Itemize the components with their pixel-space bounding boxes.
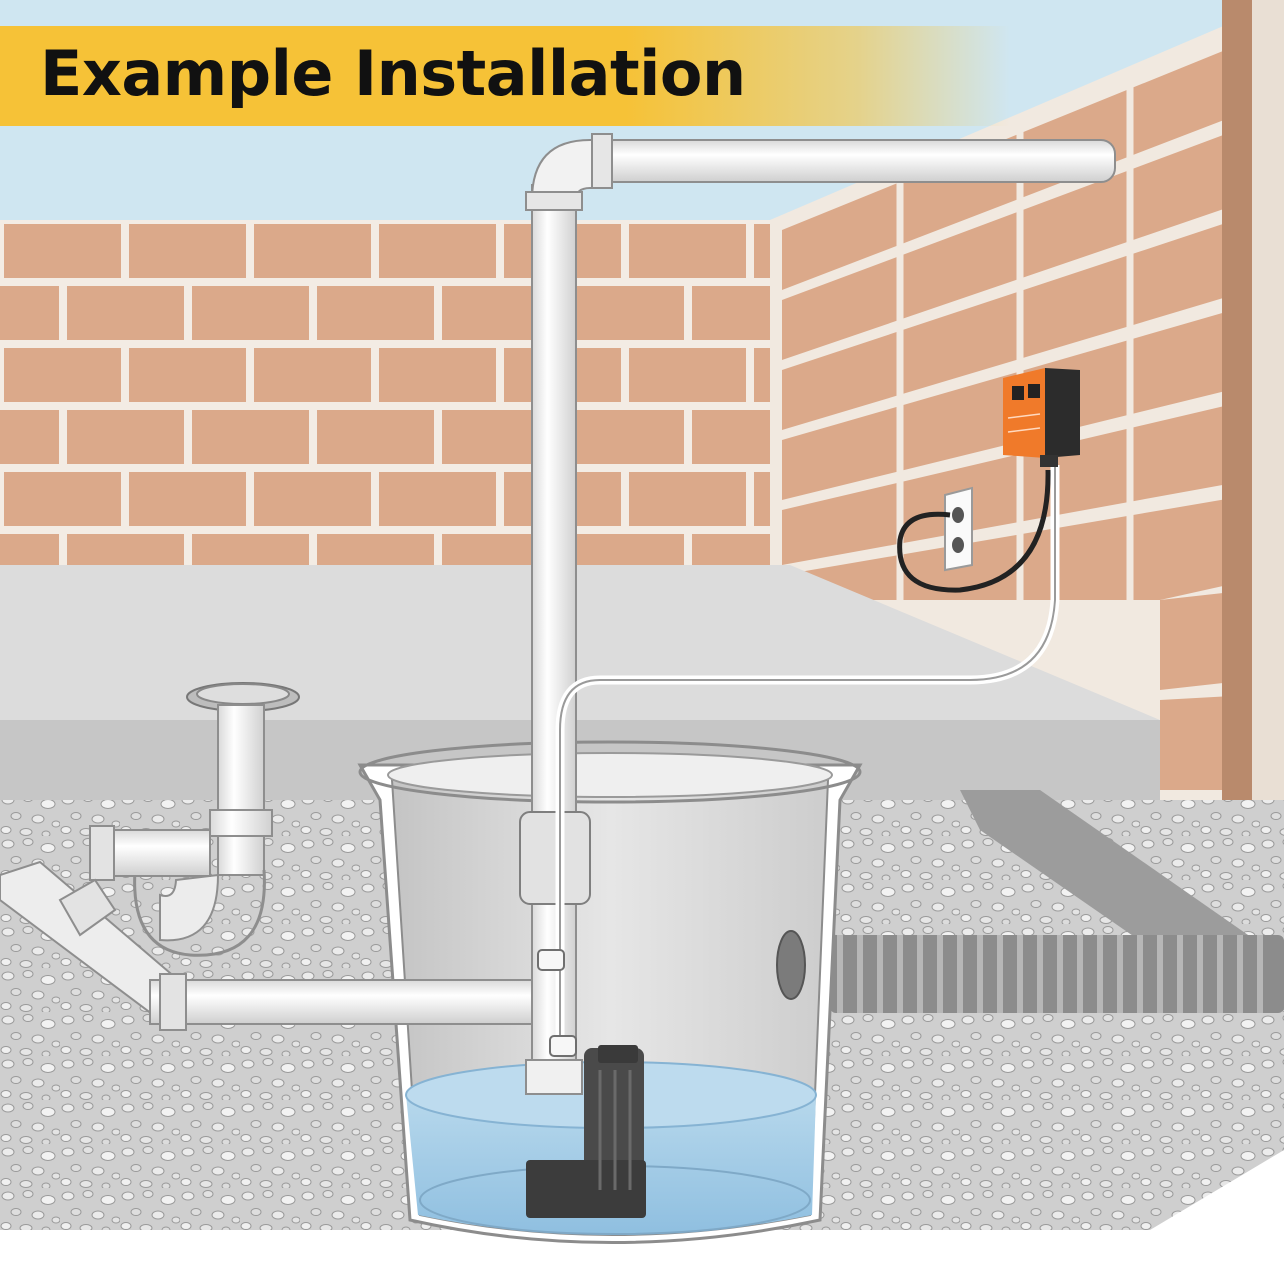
level-controller-box-icon xyxy=(1003,368,1080,467)
floor-drain-icon xyxy=(133,682,300,957)
pit-inlet-hole xyxy=(776,930,806,1000)
power-cord xyxy=(897,469,1051,593)
check-valve xyxy=(519,811,591,905)
lower-float-sensor xyxy=(549,1035,577,1057)
wall-outlet-icon xyxy=(944,486,973,572)
submersible-pump-icon xyxy=(526,1045,646,1218)
discharge-pipe xyxy=(519,133,1116,1095)
title-banner xyxy=(0,26,1010,126)
float-switch-cable xyxy=(537,465,1060,1057)
upper-float-sensor xyxy=(537,949,565,971)
sump-pit xyxy=(357,740,863,1244)
drain-tile-pipe xyxy=(830,790,1284,1013)
drain-line xyxy=(0,825,551,1031)
diagram-title: Example Installation xyxy=(40,37,746,110)
back-brick-wall xyxy=(0,220,790,565)
